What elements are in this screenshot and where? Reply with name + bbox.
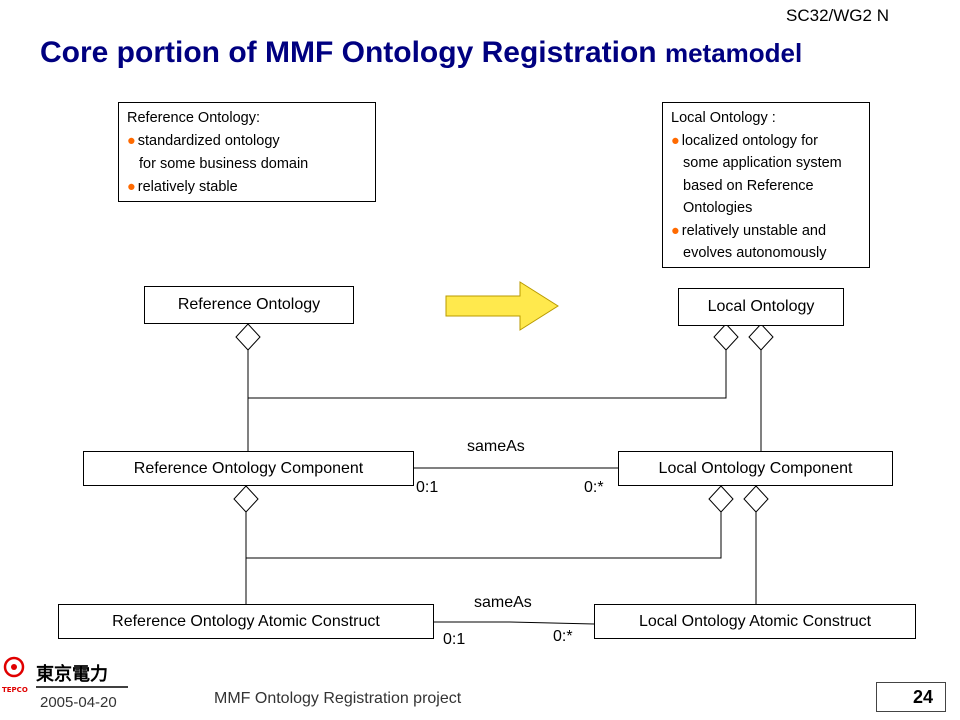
association-name: sameAs — [467, 438, 525, 455]
multiplicity-label: 0:1 — [416, 479, 439, 496]
aggregation-diamond — [748, 323, 774, 351]
aggregation-diamond — [743, 485, 769, 513]
local-ontology-note: Local Ontology : ●localized ontology for… — [662, 102, 870, 268]
local-ontology-box: Local Ontology — [678, 288, 844, 326]
title-main: Core portion of MMF Ontology Registratio… — [40, 36, 657, 69]
multiplicity-label: 0:* — [553, 628, 573, 645]
note-heading: Local Ontology : — [671, 110, 776, 126]
sameas-line-atomic — [434, 621, 595, 625]
bullet-icon: ● — [127, 133, 136, 149]
note-line: Ontologies — [683, 200, 753, 216]
note-line: based on Reference — [683, 177, 814, 194]
aggregation-diamond — [233, 485, 259, 513]
bullet-icon: ● — [671, 132, 680, 149]
local-ontology-atomic-construct-box: Local Ontology Atomic Construct — [594, 604, 916, 639]
reference-ontology-component-box: Reference Ontology Component — [83, 451, 414, 486]
bullet-icon: ● — [127, 179, 136, 195]
slide-title: Core portion of MMF Ontology Registratio… — [40, 36, 802, 70]
multiplicity-label: 0:1 — [443, 631, 466, 648]
document-id: SC32/WG2 N — [786, 6, 889, 25]
logo-sub-text: TEPCO — [2, 686, 28, 694]
note-heading: Reference Ontology: — [127, 110, 260, 126]
page-number: 24 — [876, 682, 946, 712]
note-line: evolves autonomously — [683, 245, 827, 261]
aggregation-diamond — [235, 323, 261, 351]
aggregation-diamond — [708, 485, 734, 513]
association-name: sameAs — [474, 594, 532, 611]
tepco-logo-icon: TEPCO 東京電力 — [2, 656, 128, 694]
bullet-icon: ● — [671, 222, 680, 239]
reference-ontology-note: Reference Ontology: ●standardized ontolo… — [118, 102, 376, 202]
logo-text: 東京電力 — [36, 663, 108, 685]
footer-project: MMF Ontology Registration project — [214, 690, 462, 707]
local-ontology-component-box: Local Ontology Component — [618, 451, 893, 486]
title-tail: metamodel — [664, 38, 803, 68]
note-line: some application system — [683, 155, 842, 171]
note-line: for some business domain — [139, 156, 309, 172]
company-logo: TEPCO 東京電力 — [0, 654, 150, 701]
note-line: localized ontology for — [681, 132, 818, 149]
aggregation-diamond — [713, 323, 739, 351]
multiplicity-label: 0:* — [584, 479, 604, 496]
note-line: relatively stable — [137, 179, 238, 195]
reference-ontology-atomic-construct-box: Reference Ontology Atomic Construct — [58, 604, 434, 639]
reference-ontology-box: Reference Ontology — [144, 286, 354, 324]
note-line: standardized ontology — [137, 133, 280, 149]
footer-date: 2005-04-20 — [40, 694, 117, 711]
transition-arrow — [445, 281, 559, 331]
note-line: relatively unstable and — [681, 222, 827, 239]
